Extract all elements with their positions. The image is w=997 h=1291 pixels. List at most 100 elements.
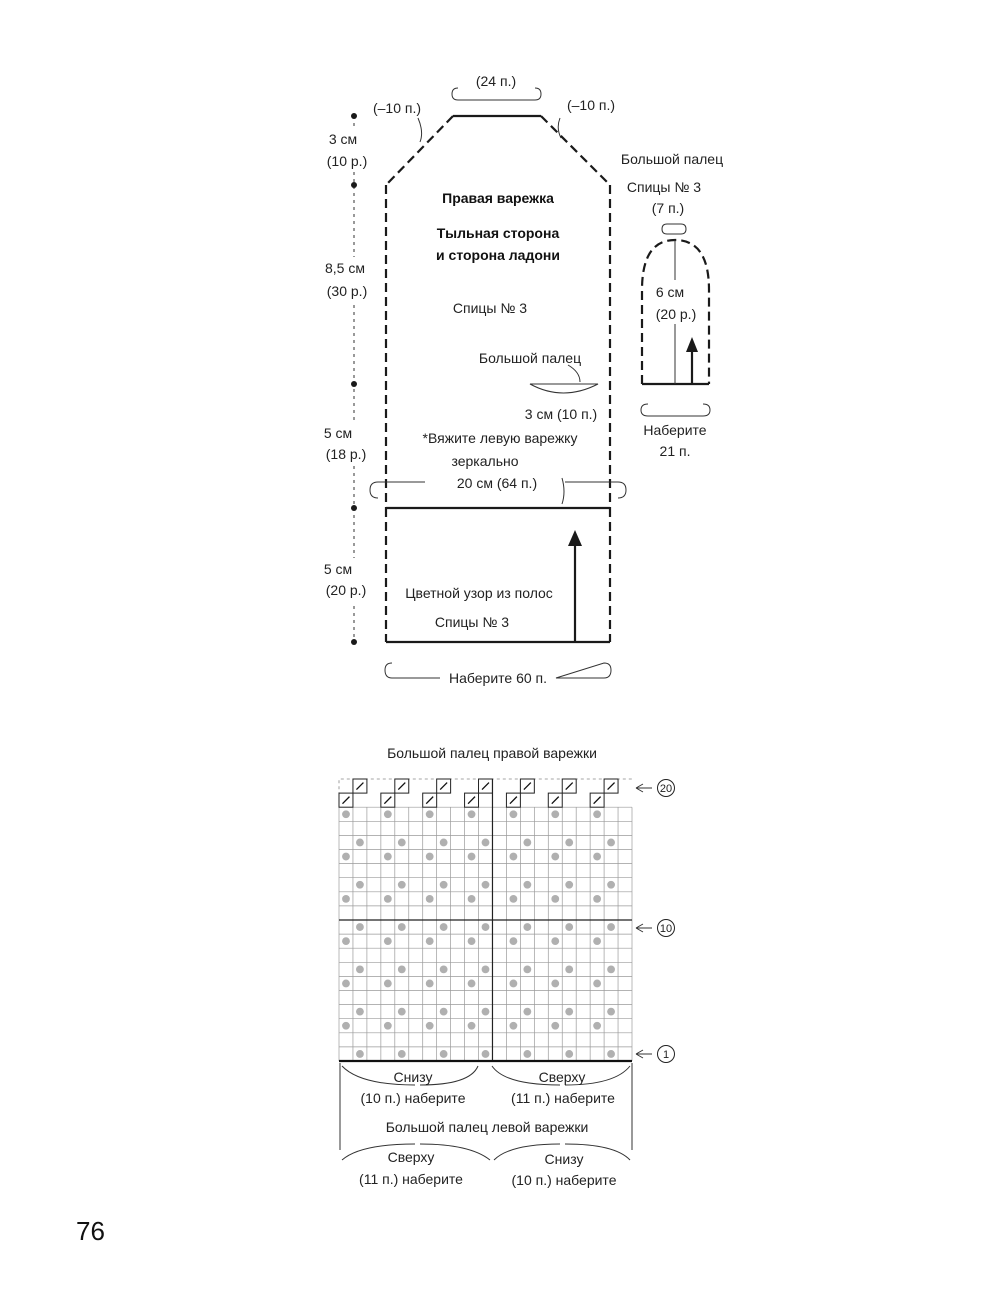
chart-dot xyxy=(523,838,532,847)
left-right-label: Снизу xyxy=(545,1151,584,1167)
mitten-schematic: (24 п.) (–10 п.) (–10 п.) Правая варежка… xyxy=(316,73,627,686)
chart-dot xyxy=(383,894,392,903)
chart-dot xyxy=(467,937,476,946)
chart-dot xyxy=(593,894,602,903)
chart-dot xyxy=(607,965,615,974)
thumb-cast-on-line2: 21 п. xyxy=(660,443,691,459)
mitten-side-line2: и сторона ладони xyxy=(436,247,560,263)
row-10-circle xyxy=(657,919,675,937)
left-left-label: Сверху xyxy=(388,1149,435,1165)
cast-on-bracket xyxy=(384,662,612,679)
chart-dot xyxy=(481,838,490,847)
thumb-opening-shape xyxy=(529,383,599,394)
thumb-chart: Большой палец правой варежки 20 10 1 Сни… xyxy=(338,745,675,1188)
chart-dot xyxy=(356,923,364,931)
right-left-bracket xyxy=(341,1065,479,1086)
chart-dot xyxy=(523,1050,532,1058)
chart-dot xyxy=(565,923,574,931)
chart-dot xyxy=(439,1050,448,1058)
measure-dot-2 xyxy=(351,182,357,188)
chart-dot xyxy=(439,1007,448,1016)
direction-arrow-head xyxy=(568,530,582,546)
left-left-bracket xyxy=(341,1143,491,1161)
chart-dot xyxy=(425,979,434,988)
chart-dec-symbol xyxy=(355,782,364,791)
chart-dot xyxy=(383,979,392,988)
chart-dot xyxy=(342,894,350,903)
chart-dot xyxy=(439,880,448,889)
chart-dot xyxy=(383,852,392,861)
chart-grid xyxy=(338,778,633,1063)
chart-dot xyxy=(481,965,490,974)
chart-dot xyxy=(425,810,434,819)
chart-dot xyxy=(607,1007,615,1016)
thumb-cast-on-bracket xyxy=(640,403,711,417)
row-1-circle xyxy=(657,1045,675,1063)
mitten-title: Правая варежка xyxy=(442,190,554,206)
chart-dot xyxy=(607,880,615,889)
chart-dot xyxy=(356,1050,364,1058)
chart-dot xyxy=(467,1021,476,1030)
measure-2-cm: 8,5 см xyxy=(325,260,365,276)
chart-dot xyxy=(481,1050,490,1058)
left-chart-title: Большой палец левой варежки xyxy=(386,1119,589,1135)
mirror-note-line1: *Вяжите левую варежку xyxy=(423,430,578,446)
measure-1-rows: (10 р.) xyxy=(327,153,367,169)
right-right-bracket xyxy=(491,1065,631,1086)
chart-dot xyxy=(565,1007,574,1016)
mirror-note-line2: зеркально xyxy=(451,453,518,469)
measure-dot-4 xyxy=(351,505,357,511)
chart-dot xyxy=(342,937,350,946)
chart-dot xyxy=(481,880,490,889)
chart-dec-symbol xyxy=(439,782,448,791)
chart-dot xyxy=(509,810,518,819)
hand-width-bracket xyxy=(369,481,627,499)
row-1-arrow xyxy=(635,1049,652,1059)
hand-width-label: 20 см (64 п.) xyxy=(457,475,537,491)
chart-dot xyxy=(509,979,518,988)
chart-dot xyxy=(356,1007,364,1016)
chart-dot xyxy=(565,880,574,889)
chart-dot xyxy=(565,838,574,847)
right-right-label: Сверху xyxy=(539,1069,586,1085)
chart-dot xyxy=(425,937,434,946)
chart-dec-symbol xyxy=(342,796,350,805)
chart-dec-symbol xyxy=(467,796,476,805)
mitten-needles: Спицы № 3 xyxy=(453,300,527,316)
chart-dec-symbol xyxy=(593,796,602,805)
chart-dot xyxy=(467,979,476,988)
measure-2-rows: (30 р.) xyxy=(327,283,367,299)
cuff-pattern-label: Цветной узор из полос xyxy=(405,585,553,601)
chart-dot xyxy=(607,838,615,847)
thumb-schematic: Большой палец Спицы № 3 (7 п.) 6 см (20 … xyxy=(621,151,723,459)
mitten-side-line1: Тыльная сторона xyxy=(437,225,560,241)
chart-dot xyxy=(565,965,574,974)
chart-dot xyxy=(342,979,350,988)
thumb-height-cm: 6 см xyxy=(656,284,684,300)
chart-dot xyxy=(397,838,406,847)
chart-dec-symbol xyxy=(523,782,532,791)
row-20-circle xyxy=(657,779,675,797)
right-left-label: Снизу xyxy=(394,1069,433,1085)
chart-dot xyxy=(383,1021,392,1030)
chart-dot xyxy=(509,937,518,946)
chart-dot xyxy=(607,923,615,931)
chart-dot xyxy=(383,810,392,819)
thumb-top-bracket xyxy=(661,223,687,235)
chart-dot xyxy=(397,1007,406,1016)
chart-dot xyxy=(593,1021,602,1030)
thumb-opening-label: 3 см (10 п.) xyxy=(525,406,597,422)
mitten-top-left-slope xyxy=(385,115,454,186)
mitten-top-right-slope xyxy=(540,115,611,186)
cast-on-label: Наберите 60 п. xyxy=(449,670,547,686)
cuff-needles-label: Спицы № 3 xyxy=(435,614,509,630)
dec-right-label: (–10 п.) xyxy=(567,97,615,113)
chart-dot xyxy=(523,880,532,889)
chart-dot xyxy=(607,1050,615,1058)
row-20-arrow xyxy=(635,783,652,793)
chart-dec-symbol xyxy=(565,782,574,791)
measure-3-cm: 5 см xyxy=(324,425,352,441)
chart-dot xyxy=(383,937,392,946)
chart-dec-symbol xyxy=(425,796,434,805)
